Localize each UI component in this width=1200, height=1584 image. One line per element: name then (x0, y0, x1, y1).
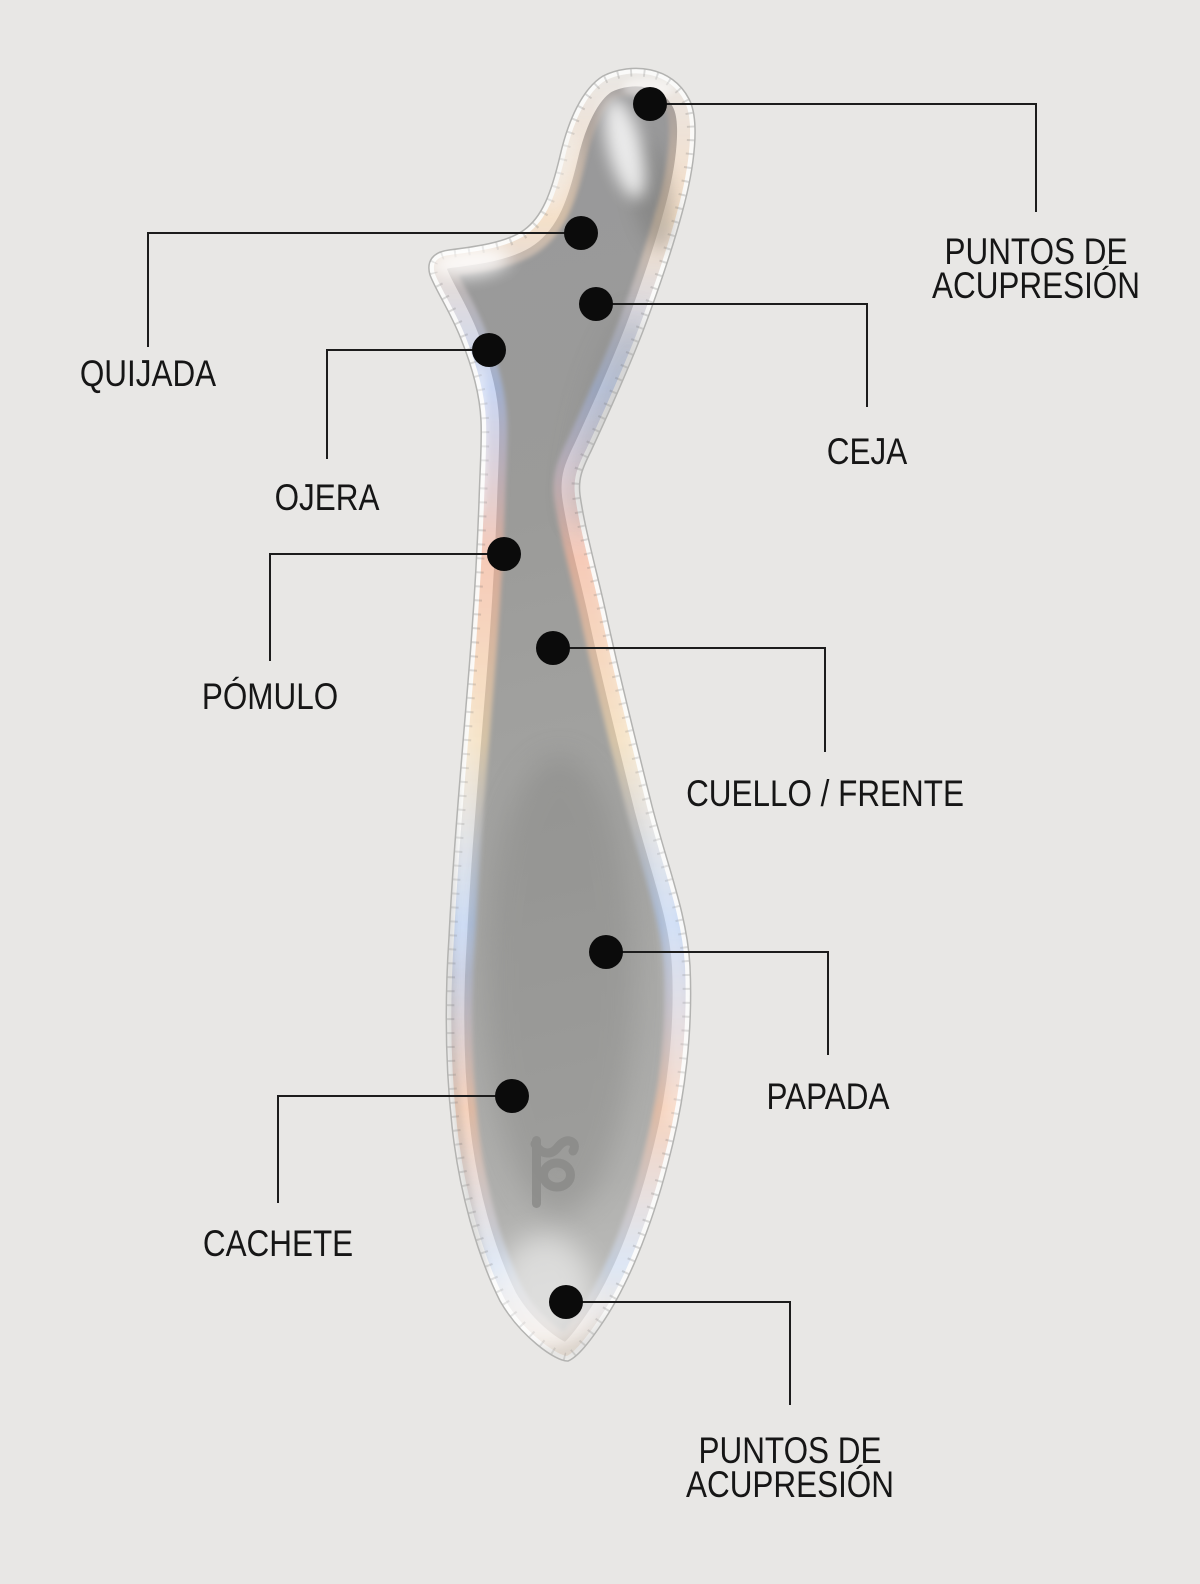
point-dot-acupressure-top (633, 87, 667, 121)
connector-pomulo (269, 553, 504, 661)
point-dot-papada (589, 935, 623, 969)
connector-ojera (326, 349, 489, 459)
connector-ceja (596, 303, 868, 407)
connector-quijada (147, 232, 581, 347)
annotation-dots (472, 87, 667, 1319)
point-dot-pomulo (487, 537, 521, 571)
connector-cuello-frente (553, 647, 826, 752)
point-dot-quijada (564, 216, 598, 250)
brand-logo-icon (530, 1136, 579, 1208)
connector-papada (606, 951, 829, 1055)
point-dot-cachete (495, 1079, 529, 1113)
connector-acupressure-bottom (566, 1301, 791, 1405)
point-dot-acupressure-bottom (549, 1285, 583, 1319)
point-dot-ojera (472, 333, 506, 367)
connector-acupressure-top (650, 103, 1037, 212)
point-dot-cuello-frente (536, 631, 570, 665)
annotation-lines (147, 103, 1037, 1405)
point-dot-ceja (579, 287, 613, 321)
connector-cachete (277, 1095, 512, 1203)
gua-sha-tool (428, 67, 696, 1362)
